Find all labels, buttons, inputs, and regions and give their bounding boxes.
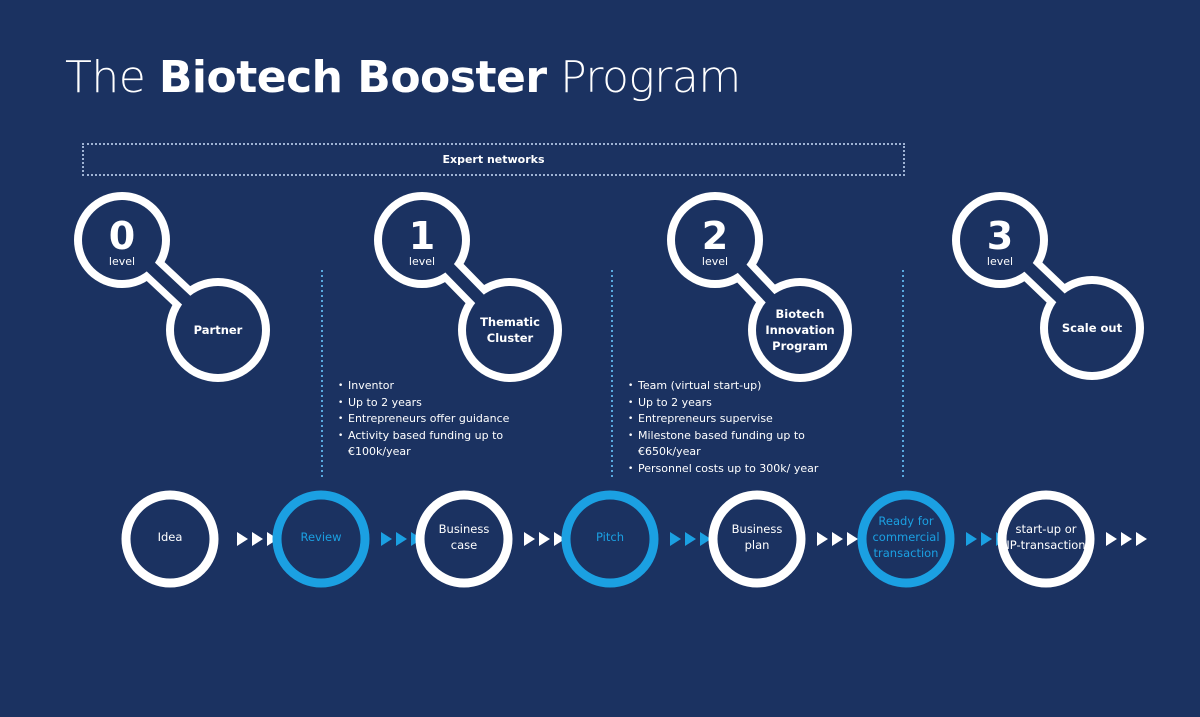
stage-label-2: Review <box>300 530 342 544</box>
arrow-icon <box>1136 532 1147 546</box>
arrow-icon <box>381 532 392 546</box>
stage-circle-1 <box>121 490 219 588</box>
stage-circle-5 <box>708 490 806 588</box>
arrow-icon <box>832 532 843 546</box>
level-circle <box>382 200 462 280</box>
level-number: 0 <box>108 214 136 258</box>
detail-item: Personnel costs up to 300k/ year <box>628 461 818 478</box>
arrow-icon <box>1121 532 1132 546</box>
arrow-icon <box>685 532 696 546</box>
arrow-icon <box>817 532 828 546</box>
title-prefix: The <box>65 52 146 103</box>
expert-networks-label: Expert networks <box>442 153 545 166</box>
level-name-circle <box>1048 284 1136 372</box>
stage-label-4: Pitch <box>596 530 624 544</box>
stage-circle-3 <box>415 490 513 588</box>
arrow-icon <box>966 532 977 546</box>
arrow-icon <box>700 532 711 546</box>
title-suffix: Program <box>560 52 741 103</box>
level-name-circle <box>174 286 262 374</box>
detail-item: Team (virtual start-up) <box>628 378 818 395</box>
level-label: level <box>986 255 1014 268</box>
level-circle <box>960 200 1040 280</box>
level-3-name: Scale out <box>1061 321 1123 335</box>
level-label: level <box>701 255 729 268</box>
level-number: 2 <box>701 214 729 258</box>
level-name-circle <box>466 286 554 374</box>
arrow-icon <box>981 532 992 546</box>
arrow-icon <box>847 532 858 546</box>
level1-details: Inventor Up to 2 years Entrepreneurs off… <box>338 378 518 461</box>
expert-networks-box: Expert networks <box>82 143 905 176</box>
detail-item: Entrepreneurs offer guidance <box>338 411 518 428</box>
title-bold: Biotech Booster <box>158 52 547 103</box>
stage-circle-4 <box>561 490 659 588</box>
stage-circle-2 <box>272 490 370 588</box>
detail-item: Up to 2 years <box>628 395 818 412</box>
level-circle <box>675 200 755 280</box>
arrow-icon <box>554 532 565 546</box>
level-label: level <box>408 255 436 268</box>
page-title: The Biotech Booster Program <box>65 52 741 103</box>
detail-item: Inventor <box>338 378 518 395</box>
detail-item: Entrepreneurs supervise <box>628 411 818 428</box>
detail-item: Up to 2 years <box>338 395 518 412</box>
level-circle <box>82 200 162 280</box>
arrow-icon <box>670 532 681 546</box>
stage-circle-7 <box>997 490 1095 588</box>
arrow-icon <box>1106 532 1117 546</box>
level2-details: Team (virtual start-up) Up to 2 years En… <box>628 378 818 477</box>
level-label: level <box>108 255 136 268</box>
detail-item: Activity based funding up to €100k/year <box>338 428 518 461</box>
level-0-name: Partner <box>193 323 243 337</box>
level-number: 1 <box>408 214 436 258</box>
arrow-icon <box>524 532 535 546</box>
arrow-icon <box>237 532 248 546</box>
stage-label-1: Idea <box>157 530 183 544</box>
arrow-icon <box>539 532 550 546</box>
arrow-icon <box>396 532 407 546</box>
arrow-icon <box>252 532 263 546</box>
detail-item: Milestone based funding up to €650k/year <box>628 428 813 461</box>
stage-circle-6 <box>857 490 955 588</box>
level-name-circle <box>756 286 844 374</box>
level-number: 3 <box>986 214 1014 258</box>
